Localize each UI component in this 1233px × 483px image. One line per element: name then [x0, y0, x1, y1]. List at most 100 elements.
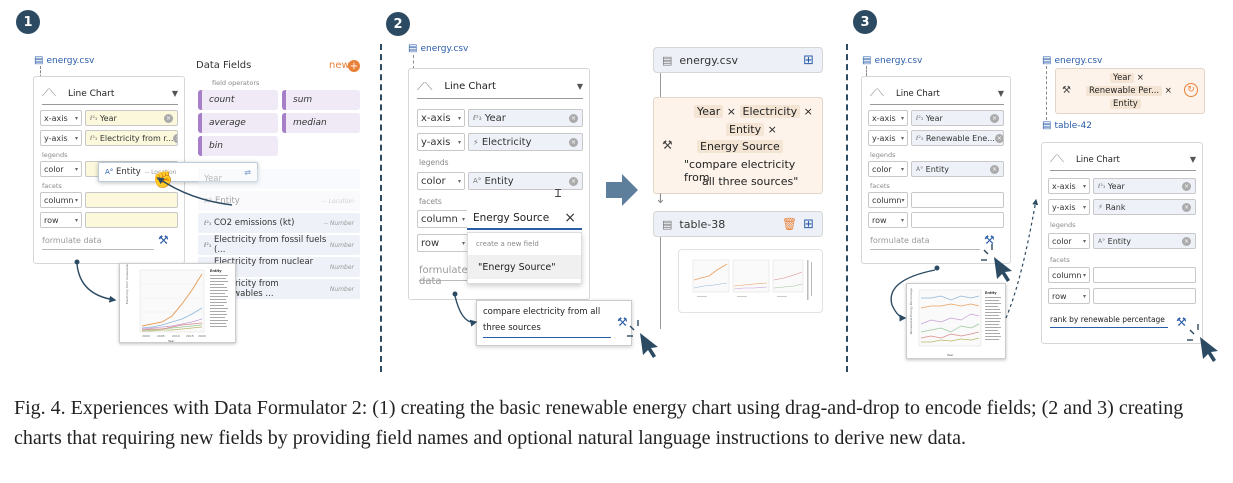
chip-row-1: Year × Electricity × [694, 105, 813, 118]
thumbnail-chart-1: Electricity from renewables 2000 2005 20… [125, 263, 228, 343]
formulate-input-2[interactable]: formulate data [419, 265, 479, 287]
clear-icon[interactable]: × [1182, 236, 1191, 246]
y-axis-slot-2[interactable]: ⚡ Electricity× [468, 133, 583, 151]
chevron-down-icon: ▼ [1189, 155, 1196, 164]
chip-row-2: Entity × [726, 123, 777, 136]
add-icon[interactable]: + [348, 60, 360, 72]
datasource-label-3[interactable]: ▤energy.csv [862, 55, 923, 66]
clear-icon[interactable]: × [173, 133, 177, 143]
row-slot-4[interactable] [1093, 288, 1196, 304]
add-chart-icon[interactable]: ⊞ [803, 216, 814, 232]
y-axis-select-2[interactable]: y-axis▾ [417, 133, 465, 151]
x-axis-slot[interactable]: ℓ²₃ Year× [85, 110, 178, 126]
delete-icon[interactable]: 🗑 [781, 217, 798, 231]
y-axis-slot-3[interactable]: ℓ²₃ Renewable Ene...× [911, 130, 1004, 146]
dropdown-header: create a new field [476, 240, 539, 248]
tick-label: 2005 [157, 334, 165, 338]
formulate-robot-icon[interactable]: ⚒ [158, 233, 169, 247]
source-table-node[interactable]: ▤ energy.csv ⊞ [653, 47, 823, 73]
chart-thumbnail-1[interactable]: Electricity from renewables 2000 2005 20… [119, 263, 236, 343]
column-slot[interactable] [85, 192, 178, 208]
dragged-field-chip[interactable]: A° Entity -- Location ⇌ [98, 162, 258, 182]
chart-type-select-4[interactable]: ⟋⟍ Line Chart ▼ [1050, 149, 1196, 171]
formulate-robot-icon[interactable]: ⚒ [1176, 315, 1187, 329]
x-axis-select-3[interactable]: x-axis▾ [868, 110, 908, 126]
clear-icon[interactable]: × [569, 137, 578, 147]
clear-icon[interactable]: × [1182, 181, 1191, 191]
x-axis-slot-3[interactable]: ℓ²₃ Year× [911, 110, 1004, 126]
operator-sum[interactable]: sum [282, 90, 360, 110]
datasource-label-4[interactable]: ▤energy.csv [1042, 55, 1103, 66]
x-axis-slot-2[interactable]: ℓ²₃ Year× [468, 109, 583, 127]
clear-icon[interactable]: × [164, 113, 173, 123]
field-fossil[interactable]: ℓ²₃ Electricity from fossil fuels (...Nu… [198, 235, 360, 255]
y-axis-select-4[interactable]: y-axis▾ [1048, 199, 1090, 215]
row-slot[interactable] [85, 212, 178, 228]
color-select-3[interactable]: color▾ [868, 161, 908, 177]
derived-table-label[interactable]: ▤table-42 [1042, 120, 1092, 131]
chart-thumbnail-3[interactable]: Renewable Energy Percentage Year Entity [906, 283, 1006, 359]
color-slot-4[interactable]: A° Entity× [1093, 233, 1196, 249]
close-icon[interactable]: × [564, 210, 576, 226]
y-axis-slot[interactable]: ℓ²₃ Electricity from r...× [85, 130, 178, 146]
flow-arrow-icon [606, 174, 638, 206]
column-slot-4[interactable] [1093, 267, 1196, 283]
column-select-4[interactable]: column▾ [1048, 267, 1090, 283]
column-select-3[interactable]: column▾ [868, 192, 908, 208]
x-axis-select-2[interactable]: x-axis▾ [417, 109, 465, 127]
clear-icon[interactable]: × [569, 113, 578, 123]
row-select-3[interactable]: row▾ [868, 212, 908, 228]
nl-instruction-input-3[interactable]: rank by renewable percentage [1050, 315, 1168, 328]
y-axis-select-3[interactable]: y-axis▾ [868, 130, 908, 146]
color-select[interactable]: color▾ [40, 161, 82, 177]
formulate-input-3[interactable]: formulate data [870, 236, 980, 250]
new-field-input[interactable]: Energy Source × [467, 208, 582, 230]
y-axis-slot-4[interactable]: ⚡ Rank× [1093, 199, 1196, 215]
faceted-chart-preview[interactable] [678, 249, 823, 313]
row-select[interactable]: row▾ [40, 212, 82, 228]
color-select-4[interactable]: color▾ [1048, 233, 1090, 249]
nl-text-line1: compare electricity from all [483, 307, 601, 317]
formulate-input[interactable]: formulate data [42, 236, 154, 250]
data-fields-panel: Data Fields new + field operators count … [190, 55, 370, 305]
row-slot-3[interactable] [911, 212, 1004, 228]
x-axis-slot-4[interactable]: ℓ²₃ Year× [1093, 178, 1196, 194]
operator-count[interactable]: count [198, 90, 278, 110]
chart-type-select[interactable]: ⟋⟍ Line Chart ▼ [42, 83, 178, 105]
dropdown-option-energy-source[interactable]: "Energy Source" [468, 255, 581, 279]
clear-icon[interactable]: × [569, 176, 578, 186]
nl-instruction-input[interactable]: three sources [483, 323, 611, 338]
row-select-4[interactable]: row▾ [1048, 288, 1090, 304]
clear-icon[interactable]: × [994, 133, 1003, 143]
operator-median[interactable]: median [282, 113, 360, 133]
clear-icon[interactable]: × [990, 113, 999, 123]
clear-icon[interactable]: × [990, 164, 999, 174]
derivation-card-3: Year × Renewable Per... × Entity ⚒ ↻ [1055, 68, 1205, 114]
add-chart-icon[interactable]: ⊞ [803, 52, 814, 68]
datasource-label-2[interactable]: ▤energy.csv [408, 43, 469, 54]
formulate-robot-icon[interactable]: ⚒ [617, 315, 628, 329]
line-chart-icon: ⟋⟍ [417, 79, 433, 93]
derived-table-node[interactable]: ▤ table-38 🗑 ⊞ [653, 211, 823, 237]
clear-icon[interactable]: × [1182, 202, 1191, 212]
y-axis-select[interactable]: y-axis▾ [40, 130, 82, 146]
x-axis-select-4[interactable]: x-axis▾ [1048, 178, 1090, 194]
refresh-icon[interactable]: ↻ [1184, 83, 1198, 97]
formulate-robot-icon[interactable]: ⚒ [984, 233, 995, 247]
color-slot-2[interactable]: A° Entity× [468, 172, 583, 190]
operator-average[interactable]: average [198, 113, 278, 133]
nl-instruction-popup: compare electricity from all three sourc… [476, 300, 632, 346]
new-field-button[interactable]: new [329, 60, 350, 71]
datasource-label[interactable]: ▤energy.csv [34, 55, 95, 66]
color-select-2[interactable]: color▾ [417, 172, 465, 190]
chart-type-select-3[interactable]: ⟋⟍ Line Chart ▼ [870, 83, 1004, 105]
operator-bin[interactable]: bin [198, 136, 278, 156]
chart-type-select-2[interactable]: ⟋⟍ Line Chart ▼ [417, 75, 583, 99]
column-select[interactable]: column▾ [40, 192, 82, 208]
field-co2[interactable]: ℓ²₃ CO2 emissions (kt)-- Number [198, 213, 360, 233]
new-field-dropdown: create a new field "Energy Source" [467, 232, 582, 284]
column-slot-3[interactable] [911, 192, 1004, 208]
x-axis-select[interactable]: x-axis▾ [40, 110, 82, 126]
color-slot-3[interactable]: A° Entity× [911, 161, 1004, 177]
field-year-ghost[interactable]: Year [198, 169, 360, 189]
